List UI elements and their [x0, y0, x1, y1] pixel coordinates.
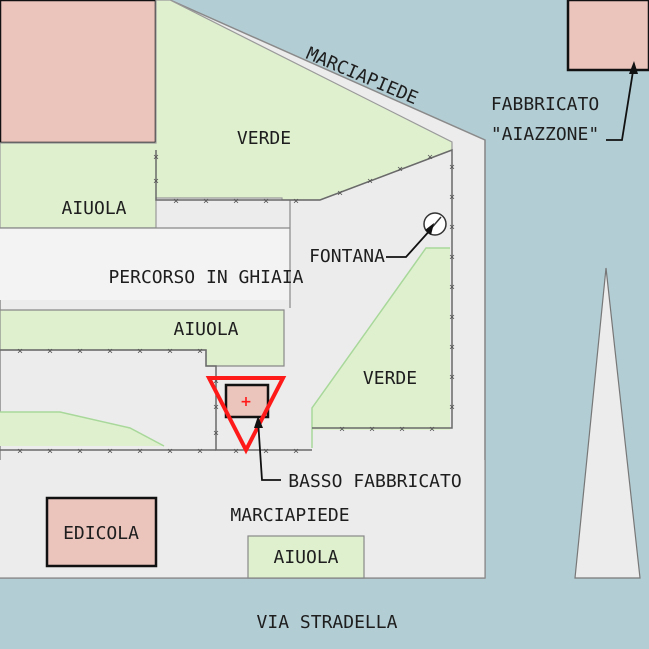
leader-lines — [257, 64, 635, 481]
svg-text:×: × — [263, 446, 269, 457]
svg-text:×: × — [153, 152, 159, 163]
svg-text:×: × — [203, 196, 209, 207]
svg-text:×: × — [213, 428, 219, 439]
label-marciapiede-bottom: MARCIAPIEDE — [230, 505, 349, 526]
svg-text:×: × — [449, 162, 455, 173]
label-via-stradella: VIA STRADELLA — [257, 612, 398, 633]
svg-text:×: × — [17, 446, 23, 457]
green-aiuola-bottom — [247, 535, 365, 579]
svg-text:×: × — [449, 342, 455, 353]
green-strip-lower — [0, 412, 164, 446]
svg-text:×: × — [293, 196, 299, 207]
fence-x-marks: × × × × × × × × × × × × × × × × × × × × × × × × × × × × × × × × ×… — [17, 152, 455, 457]
svg-text:×: × — [449, 252, 455, 263]
svg-text:×: × — [449, 402, 455, 413]
svg-text:×: × — [397, 164, 403, 175]
label-basso-fabbricato: BASSO FABBRICATO — [288, 471, 461, 492]
label-fontana: FONTANA — [309, 246, 385, 267]
fence-lines — [0, 148, 453, 451]
svg-text:×: × — [137, 346, 143, 357]
svg-text:×: × — [263, 196, 269, 207]
svg-text:×: × — [107, 446, 113, 457]
svg-text:×: × — [197, 446, 203, 457]
svg-text:×: × — [429, 424, 435, 435]
label-edicola: EDICOLA — [63, 523, 139, 544]
building-basso-fabbricato — [224, 383, 270, 419]
svg-text:×: × — [213, 376, 219, 387]
svg-text:×: × — [213, 402, 219, 413]
green-strip-lower-edge — [0, 411, 165, 447]
svg-text:×: × — [167, 346, 173, 357]
svg-text:×: × — [449, 282, 455, 293]
svg-text:×: × — [449, 192, 455, 203]
svg-text:×: × — [17, 346, 23, 357]
label-aiazzone: "AIAZZONE" — [491, 124, 599, 145]
location-marker-cross: + — [240, 394, 252, 410]
svg-text:×: × — [449, 222, 455, 233]
building-top-left — [0, 0, 158, 145]
svg-text:×: × — [449, 312, 455, 323]
svg-text:×: × — [107, 346, 113, 357]
svg-text:×: × — [399, 424, 405, 435]
svg-text:×: × — [449, 372, 455, 383]
building-aiazzone — [566, 0, 649, 72]
svg-text:×: × — [293, 446, 299, 457]
svg-text:×: × — [197, 346, 203, 357]
label-fabbricato: FABBRICATO — [491, 94, 599, 115]
gravel-path — [0, 228, 290, 300]
label-verde-top: VERDE — [237, 128, 291, 149]
svg-text:×: × — [167, 446, 173, 457]
svg-text:×: × — [173, 196, 179, 207]
label-percorso: PERCORSO IN GHIAIA — [108, 267, 303, 288]
svg-text:×: × — [233, 196, 239, 207]
svg-text:×: × — [427, 152, 433, 163]
road-triangle — [574, 267, 641, 579]
svg-text:×: × — [47, 346, 53, 357]
svg-text:×: × — [137, 446, 143, 457]
svg-text:×: × — [47, 446, 53, 457]
label-aiuola-bottom: AIUOLA — [273, 547, 338, 568]
svg-text:×: × — [367, 176, 373, 187]
svg-text:×: × — [77, 346, 83, 357]
svg-text:×: × — [77, 446, 83, 457]
building-edicola — [45, 496, 158, 568]
green-area-right — [312, 248, 450, 430]
svg-text:×: × — [233, 446, 239, 457]
label-aiuola-mid: AIUOLA — [173, 319, 238, 340]
arrow-heads — [254, 61, 638, 428]
svg-text:×: × — [369, 424, 375, 435]
svg-text:×: × — [337, 188, 343, 199]
svg-text:×: × — [339, 424, 345, 435]
label-verde-right: VERDE — [363, 368, 417, 389]
location-marker-triangle[interactable] — [205, 376, 287, 455]
svg-text:×: × — [153, 176, 159, 187]
label-aiuola-left: AIUOLA — [61, 198, 126, 219]
